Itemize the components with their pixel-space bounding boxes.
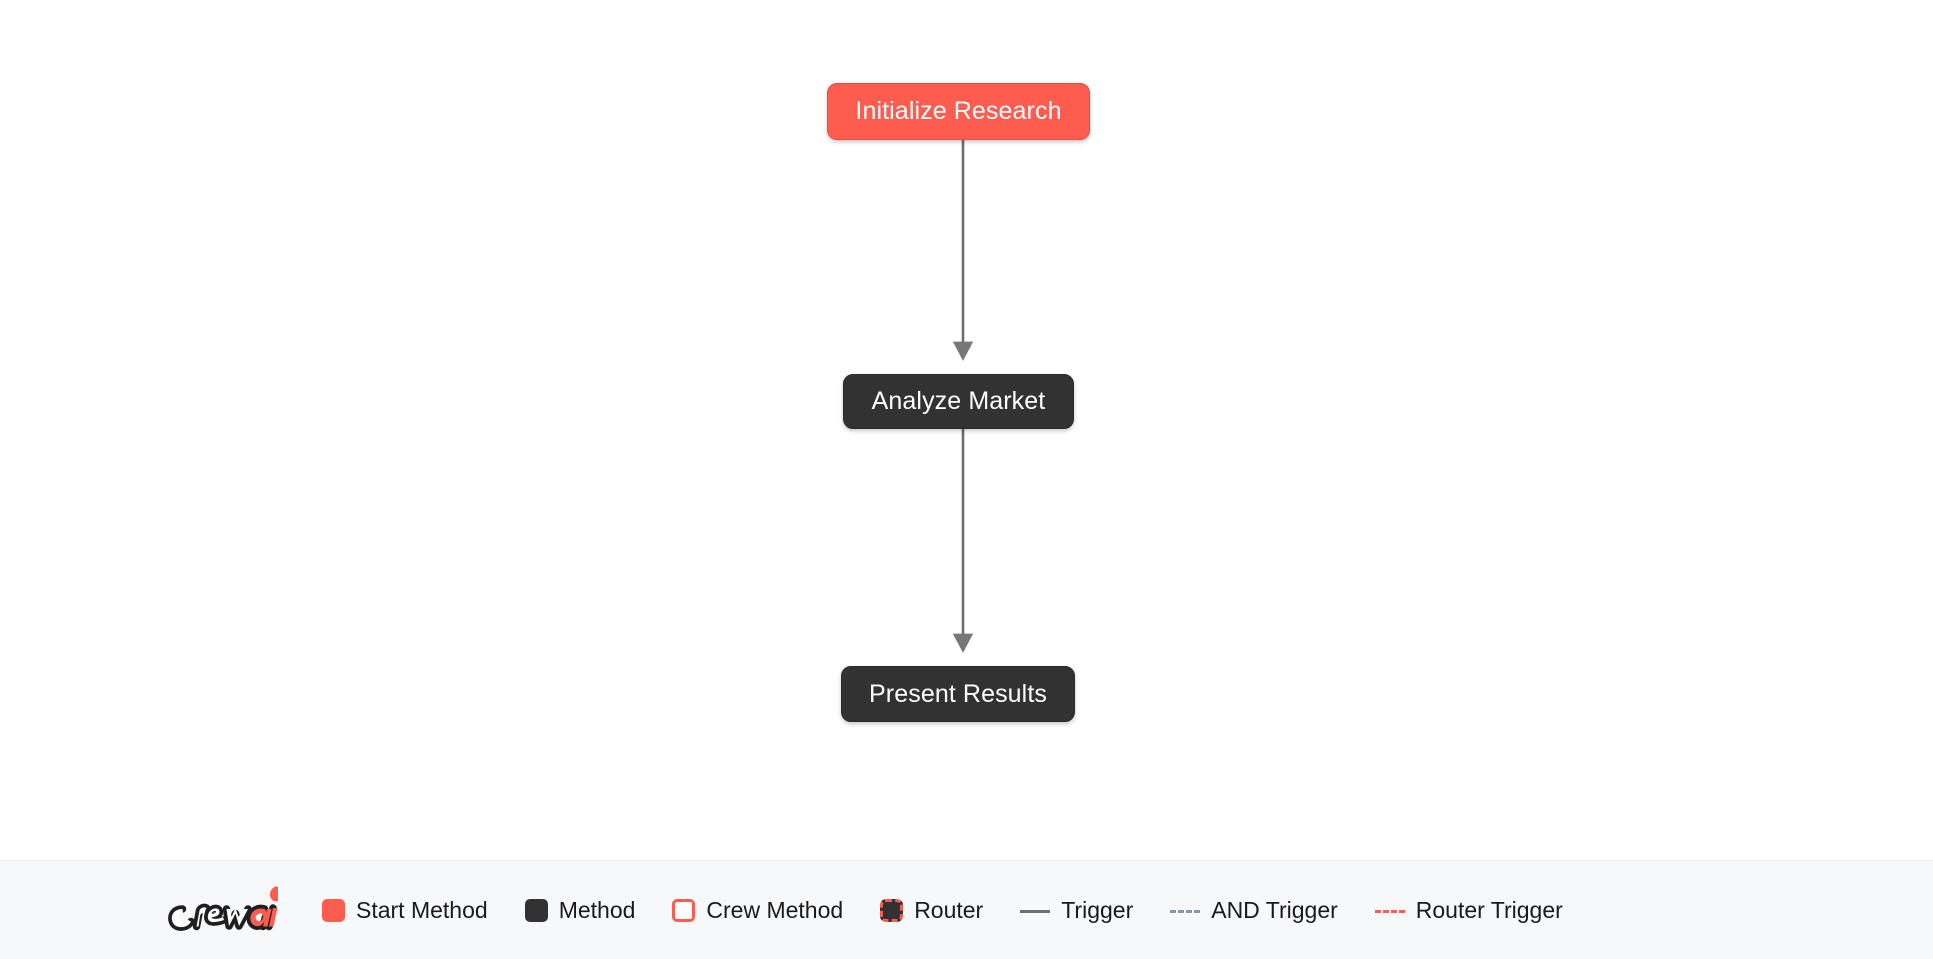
router-trigger-line-icon <box>1374 909 1405 913</box>
legend-item-label: Router Trigger <box>1415 896 1563 923</box>
flow-node-analyze-market[interactable]: Analyze Market <box>843 374 1074 429</box>
legend-item-router-trigger[interactable]: Router Trigger <box>1374 896 1563 923</box>
trigger-line-icon <box>1020 909 1051 913</box>
legend-item-label: Router <box>914 896 984 923</box>
legend-bar: Start Method Method Crew Method Router T… <box>0 860 1933 959</box>
legend-item-method[interactable]: Method <box>524 896 636 923</box>
legend-item-crew-method[interactable]: Crew Method <box>672 896 844 923</box>
legend-item-label: Method <box>558 896 636 923</box>
flow-node-label: Initialize Research <box>855 97 1062 125</box>
flow-node-label: Present Results <box>869 679 1047 708</box>
flow-node-present-results[interactable]: Present Results <box>841 666 1075 722</box>
flow-canvas[interactable]: Initialize Research Analyze Market Prese… <box>0 0 1933 860</box>
legend-item-label: Start Method <box>356 896 488 923</box>
router-swatch-icon <box>880 898 904 922</box>
legend-item-label: Crew Method <box>706 896 844 923</box>
legend-item-router[interactable]: Router <box>880 896 984 923</box>
legend-item-trigger[interactable]: Trigger <box>1020 896 1134 923</box>
and-trigger-line-icon <box>1170 909 1201 913</box>
crewai-logo-icon <box>168 886 278 931</box>
method-swatch-icon <box>524 898 548 922</box>
legend-items-container: Start Method Method Crew Method Router T… <box>0 882 1600 938</box>
flow-node-label: Analyze Market <box>871 387 1046 415</box>
legend-item-label: AND Trigger <box>1211 896 1338 923</box>
flow-node-initialize-research[interactable]: Initialize Research <box>827 83 1090 140</box>
crew-method-swatch-icon <box>672 898 696 922</box>
legend-item-label: Trigger <box>1061 896 1134 923</box>
legend-item-and-trigger[interactable]: AND Trigger <box>1170 896 1338 923</box>
legend-item-start-method[interactable]: Start Method <box>322 896 488 923</box>
start-method-swatch-icon <box>322 898 345 922</box>
